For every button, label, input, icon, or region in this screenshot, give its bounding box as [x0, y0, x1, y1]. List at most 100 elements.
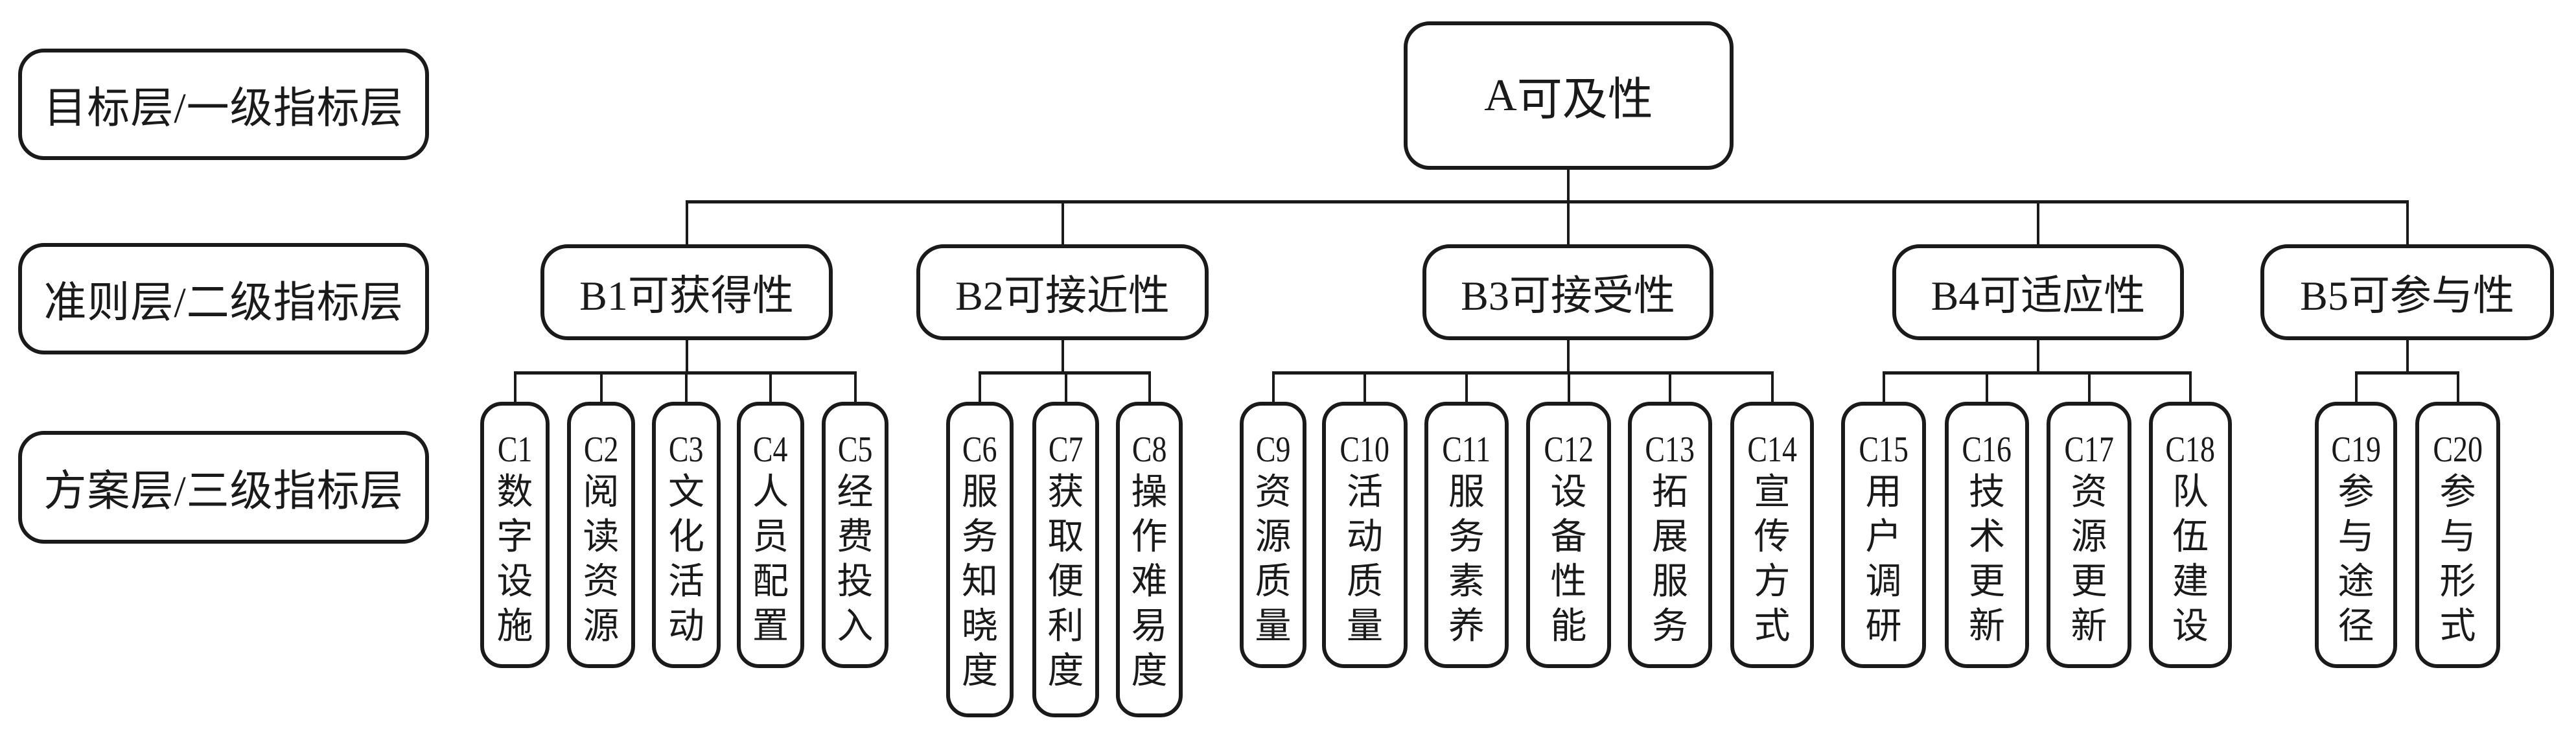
indicator-name-char: 式: [1754, 607, 1791, 647]
connector-from-b1: [686, 340, 688, 373]
connector-to-c15: [1883, 373, 1885, 402]
connector-b5-children-bar: [2355, 371, 2459, 375]
indicator-name-char: 作: [1131, 517, 1168, 557]
indicator-name-char: 置: [752, 607, 789, 647]
indicator-name-char: 形: [2439, 562, 2476, 602]
indicator-name-char: 能: [1550, 607, 1587, 647]
connector-criteria-bar: [686, 200, 2409, 203]
indicator-code: C10: [1340, 430, 1390, 470]
indicator-name-char: 阅: [583, 472, 620, 513]
root-code: A: [1484, 70, 1517, 121]
indicator-name-char: 拓: [1652, 472, 1688, 513]
connector-from-b3: [1567, 340, 1570, 373]
indicator-name-char: 式: [2439, 607, 2476, 647]
indicator-name-char: 获: [1047, 472, 1084, 513]
connector-b4-children-bar: [1883, 371, 2192, 375]
connector-to-b2: [1062, 202, 1064, 244]
indicator-name-char: 调: [1865, 562, 1902, 602]
layer-label-text: 方案层/三级指标层: [43, 468, 404, 515]
indicator-code: C2: [583, 430, 619, 470]
indicator-name-char: 途: [2338, 562, 2374, 602]
connector-to-b3: [1567, 202, 1570, 244]
root-name: 可及性: [1516, 75, 1653, 125]
indicator-name-char: 更: [2071, 562, 2107, 602]
indicator-name-char: 队: [2172, 472, 2209, 513]
connector-to-c8: [1148, 373, 1151, 402]
criteria-node-b1: B1可获得性: [540, 244, 833, 340]
indicator-code: C11: [1442, 430, 1491, 470]
indicator-name-char: 质: [1347, 562, 1383, 602]
criteria-node-b5: B5可参与性: [2260, 244, 2554, 340]
indicator-name-char: 服: [1652, 562, 1688, 602]
criteria-label: B2可接近性: [955, 273, 1170, 319]
indicator-name-char: 新: [2071, 607, 2107, 647]
connector-to-c20: [2457, 373, 2459, 402]
indicator-name-char: 源: [1255, 517, 1292, 557]
indicator-name-char: 度: [1131, 651, 1168, 691]
indicator-name-char: 源: [583, 607, 620, 647]
indicator-name-char: 务: [1448, 517, 1485, 557]
indicator-code: C12: [1544, 430, 1594, 470]
indicator-name-char: 务: [1652, 607, 1688, 647]
indicator-name-char: 用: [1865, 472, 1902, 513]
indicator-name-char: 资: [2071, 472, 2107, 513]
connector-to-b5: [2406, 202, 2409, 244]
layer-label-goal: 目标层/一级指标层: [18, 49, 429, 160]
connector-to-c4: [769, 373, 772, 402]
indicator-name-char: 技: [1969, 472, 2005, 513]
criteria-label: B3可接受性: [1461, 273, 1675, 319]
indicator-name-char: 源: [2071, 517, 2107, 557]
criteria-node-b4: B4可适应性: [1892, 244, 2184, 340]
indicator-name-char: 备: [1550, 517, 1587, 557]
connector-to-c9: [1272, 373, 1275, 402]
connector-from-b2: [1062, 340, 1064, 373]
connector-to-c2: [600, 373, 603, 402]
indicator-name-char: 更: [1969, 562, 2005, 602]
indicator-code: C5: [837, 430, 873, 470]
indicator-name-char: 素: [1448, 562, 1485, 602]
indicator-name-char: 施: [496, 607, 533, 647]
indicator-code: C14: [1747, 430, 1797, 470]
connector-from-b5: [2406, 340, 2409, 373]
connector-to-c14: [1771, 373, 1774, 402]
indicator-name-char: 传: [1754, 517, 1791, 557]
indicator-code: C13: [1645, 430, 1695, 470]
indicator-name-char: 便: [1047, 562, 1084, 602]
indicator-name-char: 员: [752, 517, 789, 557]
indicator-name-char: 易: [1131, 607, 1168, 647]
indicator-name-char: 设: [2172, 607, 2209, 647]
indicator-name-char: 性: [1550, 562, 1587, 602]
indicator-name-char: 设: [1550, 472, 1587, 513]
indicator-code: C8: [1131, 430, 1167, 470]
indicator-name-char: 人: [752, 472, 789, 513]
criteria-label: B5可参与性: [2300, 273, 2514, 319]
indicator-name-char: 资: [583, 562, 620, 602]
connector-to-c10: [1363, 373, 1366, 402]
connector-to-c7: [1065, 373, 1067, 402]
indicator-name-char: 晓: [962, 607, 998, 647]
indicator-code: C16: [1962, 430, 2012, 470]
indicator-name-char: 与: [2338, 517, 2374, 557]
indicator-name-char: 参: [2439, 472, 2476, 513]
indicator-code: C20: [2433, 430, 2483, 470]
indicator-name-char: 入: [837, 607, 874, 647]
indicator-code: C18: [2165, 430, 2216, 470]
indicator-name-char: 量: [1255, 607, 1292, 647]
indicator-name-char: 数: [496, 472, 533, 513]
connector-to-c17: [2088, 373, 2091, 402]
indicator-name-char: 宣: [1754, 472, 1791, 513]
indicator-code: C6: [962, 430, 997, 470]
indicator-name-char: 研: [1865, 607, 1902, 647]
connector-to-c18: [2189, 373, 2192, 402]
indicator-name-char: 难: [1131, 562, 1168, 602]
